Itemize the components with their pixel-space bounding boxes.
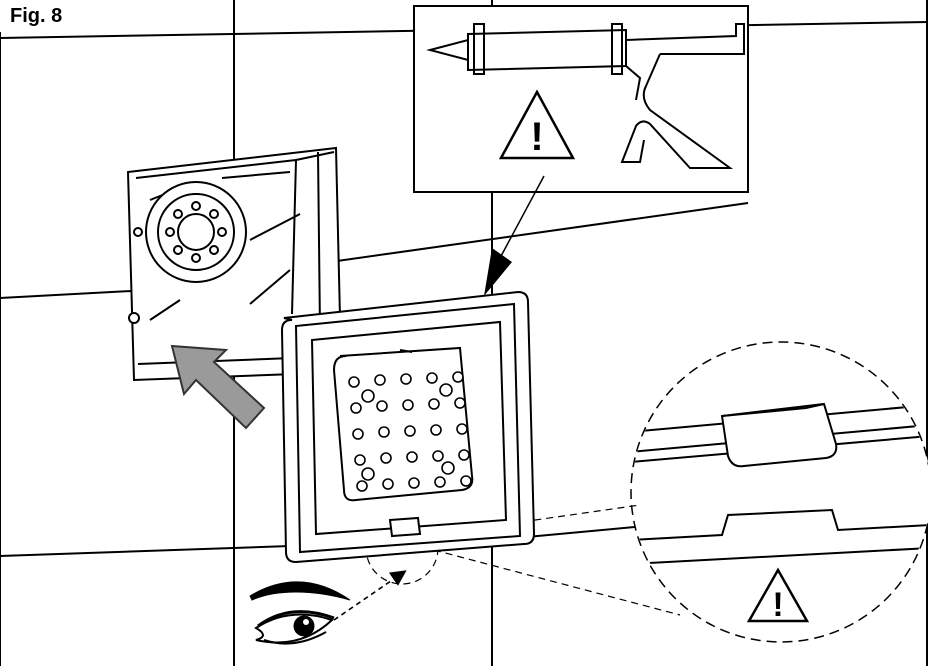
callout-pointer bbox=[484, 175, 545, 296]
nozzle-grid bbox=[348, 371, 472, 492]
arrow-icon bbox=[170, 344, 266, 430]
warning-triangle-icon: ! bbox=[746, 567, 810, 624]
svg-text:!: ! bbox=[772, 586, 783, 624]
magnifier-circle-icon: ! bbox=[630, 341, 928, 643]
eye-icon bbox=[249, 581, 351, 645]
svg-text:!: ! bbox=[530, 115, 543, 159]
caulking-gun-icon: ! bbox=[413, 5, 749, 193]
warning-triangle-icon: ! bbox=[498, 89, 576, 160]
figure-label: Fig. 8 bbox=[0, 0, 75, 32]
